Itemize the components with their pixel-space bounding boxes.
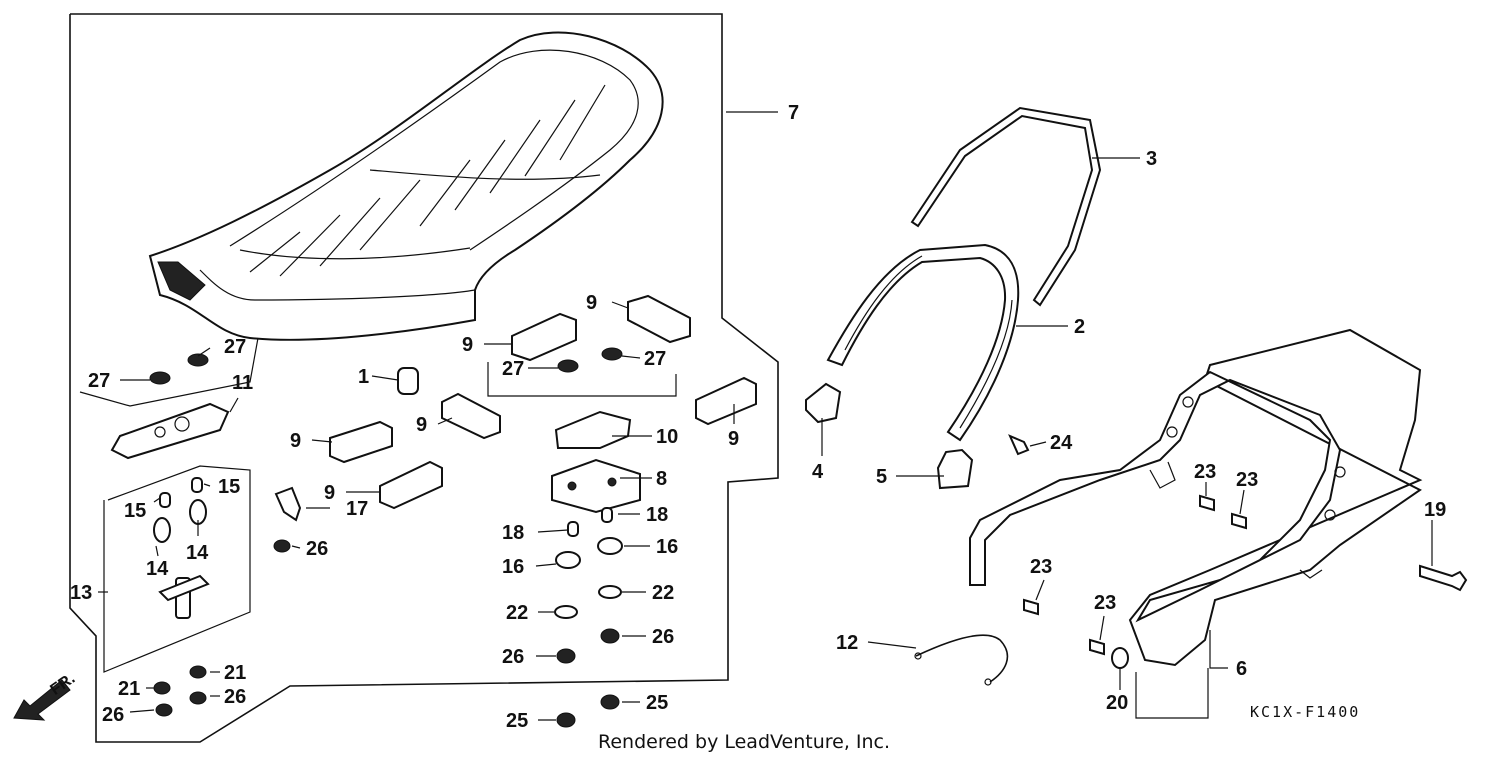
callout-2: 2 [1074, 316, 1085, 338]
callout-4: 4 [812, 461, 824, 483]
callout-15-a: 15 [124, 500, 146, 522]
callout-9-b: 9 [586, 292, 597, 314]
rear-cowl-illustration [969, 328, 1423, 667]
diagram-code: KC1X-F1400 [1250, 703, 1360, 721]
callout-6: 6 [1236, 658, 1247, 680]
callout-27-d: 27 [644, 348, 666, 370]
callout-14-a: 14 [146, 558, 169, 580]
callout-10: 10 [656, 426, 678, 448]
callout-9-e: 9 [324, 482, 335, 504]
seat-assembly-boundary [69, 13, 779, 743]
callout-17: 17 [346, 498, 368, 520]
callout-25-b: 25 [646, 692, 668, 714]
callout-9-f: 9 [728, 428, 739, 450]
callout-9-c: 9 [416, 414, 427, 436]
hardware-illustrations [103, 294, 1468, 728]
callout-19: 19 [1424, 499, 1446, 521]
callout-18-a: 18 [502, 522, 524, 544]
callout-13: 13 [70, 582, 92, 604]
callout-23-a: 23 [1194, 461, 1216, 483]
callout-23-c: 23 [1030, 556, 1052, 578]
callout-9-a: 9 [462, 334, 473, 356]
callout-26-b: 26 [502, 646, 524, 668]
callout-27-b: 27 [224, 336, 246, 358]
seat-illustration [148, 31, 664, 341]
callout-26-c: 26 [652, 626, 674, 648]
callout-8: 8 [656, 468, 667, 490]
callout-16-b: 16 [656, 536, 678, 558]
callout-21-b: 21 [224, 662, 246, 684]
callout-24: 24 [1050, 432, 1073, 454]
callout-22-b: 22 [652, 582, 674, 604]
callout-22-a: 22 [506, 602, 528, 624]
callout-23-b: 23 [1236, 469, 1258, 491]
callout-18-b: 18 [646, 504, 668, 526]
grab-rail-illustration [805, 106, 1102, 490]
callout-numbers: 7 3 2 4 5 6 19 24 23 23 23 23 20 12 1 9 … [47, 102, 1446, 732]
callout-27-c: 27 [502, 358, 524, 380]
callout-14-b: 14 [186, 542, 209, 564]
callout-5: 5 [876, 466, 887, 488]
callout-15-b: 15 [218, 476, 240, 498]
callout-26-a: 26 [306, 538, 328, 560]
leader-lines [79, 111, 1433, 721]
front-direction-arrow [13, 679, 71, 721]
callout-16-a: 16 [502, 556, 524, 578]
callout-27-a: 27 [88, 370, 110, 392]
callout-26-d: 26 [102, 704, 124, 726]
callout-12: 12 [836, 632, 858, 654]
callout-3: 3 [1146, 148, 1157, 170]
callout-21-a: 21 [118, 678, 140, 700]
callout-26-e: 26 [224, 686, 246, 708]
callout-11: 11 [232, 372, 253, 394]
credit-text: Rendered by LeadVenture, Inc. [598, 731, 890, 753]
callout-23-d: 23 [1094, 592, 1116, 614]
callout-7: 7 [788, 102, 799, 124]
callout-9-d: 9 [290, 430, 301, 452]
callout-20: 20 [1106, 692, 1128, 714]
callout-25-a: 25 [506, 710, 528, 732]
callout-1: 1 [358, 366, 369, 388]
